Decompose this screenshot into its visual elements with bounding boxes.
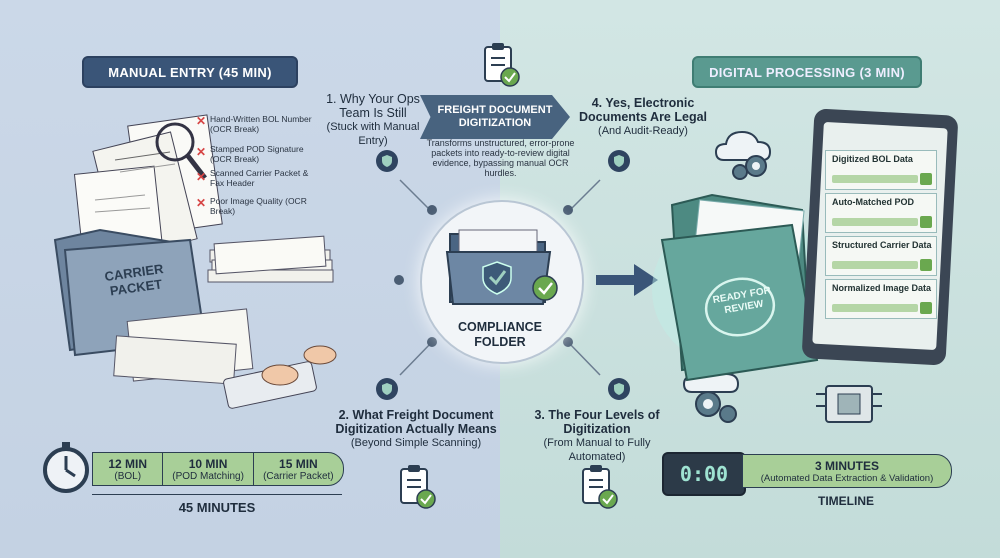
typing-hands-icon <box>261 345 337 386</box>
compliance-folder-icon <box>445 229 558 305</box>
checklist-clipboard-icon <box>400 465 436 509</box>
processor-chip-icon <box>816 385 882 423</box>
magnifier-icon <box>155 122 195 162</box>
result-card: Structured Carrier Data <box>825 236 937 276</box>
total-minutes: 45 MINUTES <box>178 500 256 515</box>
manual-entry-title: MANUAL ENTRY (45 MIN) <box>82 56 298 88</box>
timeline-segment-bol: 12 MIN(BOL) <box>93 453 164 485</box>
connector-dot <box>563 205 573 215</box>
error-x-icon: ✕ <box>196 114 207 128</box>
timeline-label: TIMELINE <box>818 494 874 508</box>
digital-clock: 0:00 <box>662 452 746 496</box>
question-4-title: 4. Yes, Electronic Documents Are Legal <box>578 96 708 124</box>
stopwatch-icon <box>43 442 89 493</box>
question-4-subtitle: (And Audit-Ready) <box>598 125 688 137</box>
connector-lines <box>399 179 601 376</box>
digital-folder-icon <box>652 193 832 382</box>
shield-icon <box>608 378 630 400</box>
timeline-segment-pod: 10 MIN(POD Matching) <box>163 453 254 485</box>
question-3-subtitle: (From Manual to Fully Automated) <box>543 437 651 463</box>
question-3-title: 3. The Four Levels of Digitization <box>534 408 660 436</box>
connector-dot <box>394 275 404 285</box>
shield-icon <box>608 150 630 172</box>
shield-icon <box>376 378 398 400</box>
error-callout-1: Hand-Written BOL Number (OCR Break) <box>210 114 312 134</box>
result-card: Auto-Matched POD <box>825 193 937 233</box>
result-card: Normalized Image Data <box>825 279 937 319</box>
error-x-icon: ✕ <box>196 170 207 184</box>
compliance-folder-title: COMPLIANCE FOLDER <box>440 320 560 350</box>
question-1: 1. Why Your Ops Team Is Still (Stuck wit… <box>318 92 428 148</box>
question-3: 3. The Four Levels of Digitization (From… <box>532 408 662 464</box>
result-card: Digitized BOL Data <box>825 150 937 190</box>
timeline-segment-carrier: 15 MIN(Carrier Packet) <box>263 456 334 482</box>
compliance-title-line-2: FOLDER <box>474 335 526 349</box>
connector-dot <box>563 337 573 347</box>
ready-stamp-icon <box>704 277 776 337</box>
question-1-subtitle: (Stuck with Manual Entry) <box>326 121 420 147</box>
checklist-clipboard-icon <box>484 43 520 87</box>
error-callout-3: Scanned Carrier Packet & Fax Header <box>210 168 309 188</box>
manual-timeline-bar: 12 MIN(BOL) 10 MIN(POD Matching) 15 MIN(… <box>92 452 344 486</box>
freight-digitization-banner: FREIGHT DOCUMENT DIGITIZATION <box>420 95 570 139</box>
banner-description: Transforms unstructured, error-prone pac… <box>426 138 575 178</box>
compliance-title-line-1: COMPLIANCE <box>457 320 543 334</box>
question-2: 2. What Freight Document Digitization Ac… <box>326 408 506 450</box>
question-2-subtitle: (Beyond Simple Scanning) <box>350 437 482 449</box>
total-bracket <box>92 494 342 495</box>
clock-readout: 0:00 <box>679 462 729 486</box>
manual-documents-illustration <box>53 114 337 409</box>
connector-dot <box>427 337 437 347</box>
question-2-title: 2. What Freight Document Digitization Ac… <box>335 408 497 436</box>
error-x-icon: ✕ <box>196 145 207 159</box>
timeline-segment-automated: 3 MINUTES(Automated Data Extraction & Va… <box>760 458 934 484</box>
cloud-gear-icon <box>714 130 772 180</box>
question-4: 4. Yes, Electronic Documents Are Legal (… <box>578 96 708 138</box>
error-x-icon: ✕ <box>196 196 207 210</box>
scattered-papers-icon <box>113 235 334 385</box>
digital-processing-title: DIGITAL PROCESSING (3 MIN) <box>692 56 922 88</box>
connector-dot <box>427 205 437 215</box>
checklist-clipboard-icon <box>582 465 618 509</box>
error-callout-4: Poor Image Quality (OCR Break) <box>210 196 307 216</box>
arrow-right-icon <box>596 264 658 296</box>
shield-icon <box>376 150 398 172</box>
question-1-title: 1. Why Your Ops Team Is Still <box>326 92 420 120</box>
digital-timeline-bar: 3 MINUTES(Automated Data Extraction & Va… <box>742 454 952 488</box>
error-callout-2: Stamped POD Signature (OCR Break) <box>210 144 304 164</box>
